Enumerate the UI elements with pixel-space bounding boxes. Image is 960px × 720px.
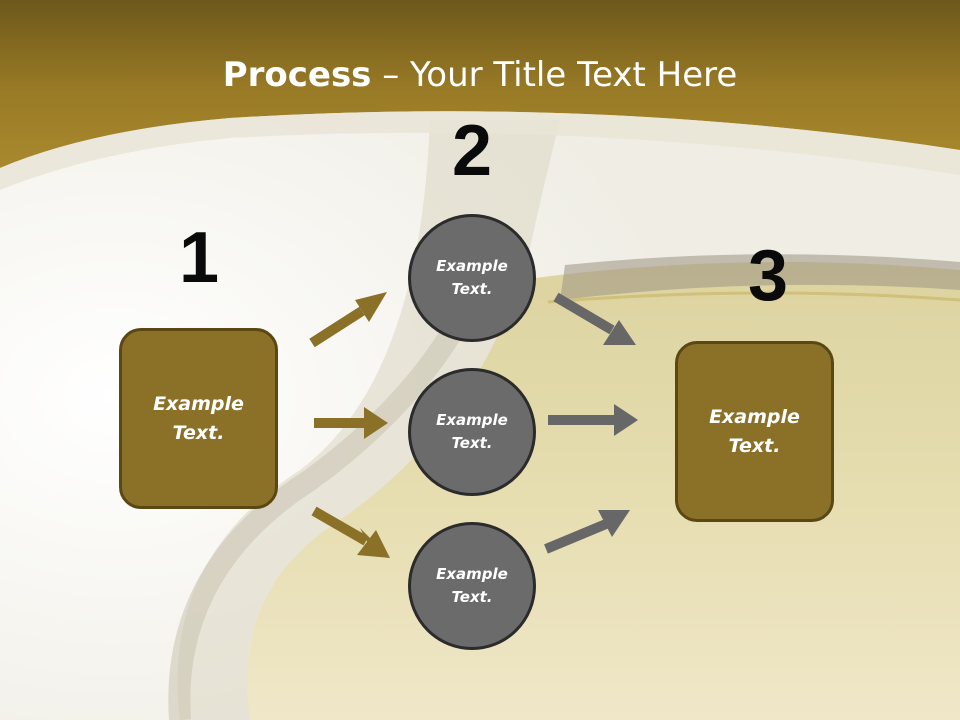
step-number-1: 1 xyxy=(178,218,220,298)
arrow-start-to-middle xyxy=(314,407,388,439)
title-bold: Process xyxy=(222,55,372,95)
arrow-top-to-end xyxy=(553,292,636,345)
step-number-2: 2 xyxy=(451,111,493,191)
arrow-middle-to-end xyxy=(548,404,638,436)
circle-top[interactable]: Example Text. xyxy=(408,214,536,342)
arrow-start-to-bottom xyxy=(311,506,390,558)
title-rest: – Your Title Text Here xyxy=(371,55,738,95)
start-box[interactable]: Example Text. xyxy=(119,328,278,509)
arrow-start-to-top xyxy=(309,292,387,348)
step-number-3: 3 xyxy=(747,236,789,316)
circle-bottom[interactable]: Example Text. xyxy=(408,522,536,650)
end-box[interactable]: Example Text. xyxy=(675,341,834,522)
arrow-bottom-to-end xyxy=(544,510,630,554)
circle-middle[interactable]: Example Text. xyxy=(408,368,536,496)
slide-title: Process – Your Title Text Here xyxy=(0,52,960,98)
